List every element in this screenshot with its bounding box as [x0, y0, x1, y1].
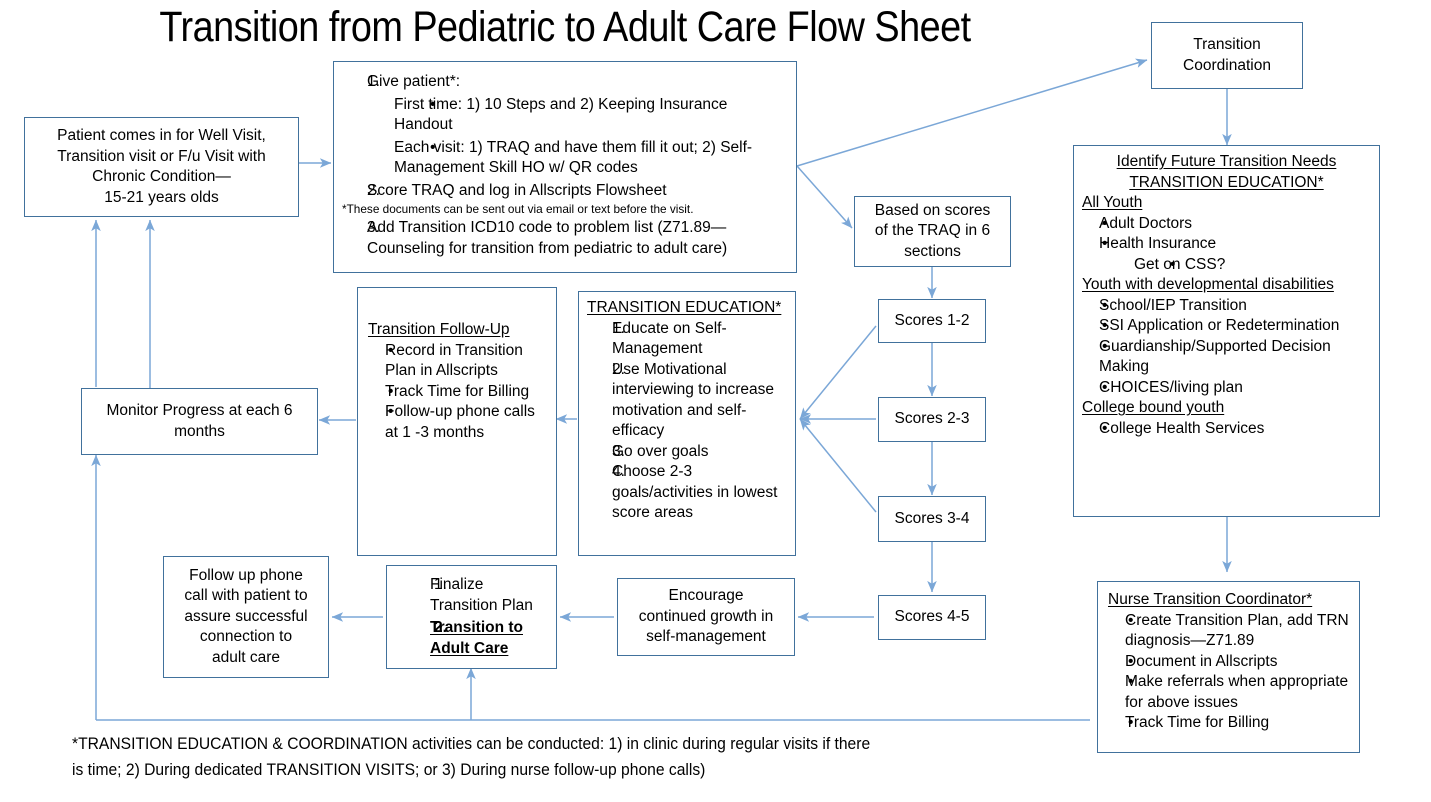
followup-phone-line-2: call with patient to [184, 587, 308, 605]
nurse-coordinator-item-1: Create Transition Plan, add TRN diagnosi… [1125, 611, 1353, 652]
transition-education-item-3: Go over goals [612, 442, 709, 462]
needs-group-3-label: College bound youth [1082, 399, 1225, 416]
box-scores-3-4[interactable]: Scores 3-4 [878, 496, 986, 542]
scores-1-2-label: Scores 1-2 [894, 311, 970, 329]
box-monitor-progress[interactable]: Monitor Progress at each 6 months [81, 388, 318, 455]
box-scores-2-3[interactable]: Scores 2-3 [878, 397, 986, 442]
nurse-coordinator-heading: Nurse Transition Coordinator* [1108, 591, 1313, 608]
transition-followup-item-2: Track Time for Billing [385, 382, 550, 403]
followup-phone-line-4: connection to [199, 628, 293, 646]
needs-group-1-label: All Youth [1082, 194, 1143, 211]
footnote-line-2: is time; 2) During dedicated TRANSITION … [72, 760, 706, 779]
followup-phone-line-5: adult care [211, 648, 281, 666]
transition-education-item-1: Educate on Self-Management [612, 319, 727, 358]
box-transition-coordination[interactable]: Transition Coordination [1151, 22, 1303, 89]
scores-4-5-label: Scores 4-5 [894, 608, 970, 626]
encourage-line-2: continued growth in [638, 607, 774, 625]
box-transition-education[interactable]: TRANSITION EDUCATION* Educate on Self-Ma… [578, 291, 796, 556]
scores-3-4-label: Scores 3-4 [894, 509, 970, 527]
box-patient-intake[interactable]: Patient comes in for Well Visit, Transit… [24, 117, 299, 217]
give-patient-sub-1: First time: 1) 10 Steps and 2) Keeping I… [394, 95, 786, 136]
nurse-coordinator-item-3: Make referrals when appropriate for abov… [1125, 672, 1353, 713]
box-transition-followup[interactable]: Transition Follow-Up Record in Transitio… [357, 287, 557, 556]
needs-group-2-label: Youth with developmental disabilities [1082, 276, 1334, 293]
box-scores-1-2[interactable]: Scores 1-2 [878, 299, 986, 343]
transition-coordination-line-1: Transition [1193, 36, 1261, 53]
patient-intake-line-3: Chronic Condition— [92, 168, 231, 185]
patient-intake-line-2: Transition visit or F/u Visit with [57, 147, 266, 165]
based-on-scores-line-3: sections [904, 242, 961, 260]
based-on-scores-line-1: Based on scores [874, 201, 991, 219]
transition-followup-item-3: Follow-up phone calls at 1 -3 months [385, 402, 550, 443]
transition-education-item-4: Choose 2-3 goals/activities in lowest sc… [612, 462, 778, 521]
box-encourage-growth[interactable]: Encourage continued growth in self-manag… [617, 578, 795, 656]
give-patient-item-3: Add Transition ICD10 code to problem lis… [367, 218, 728, 257]
transition-education-item-2: Use Motivational interviewing to increas… [612, 360, 774, 440]
nurse-coordinator-item-4: Track Time for Billing [1125, 713, 1353, 734]
box-give-patient[interactable]: Give patient*: First time: 1) 10 Steps a… [333, 61, 797, 273]
page-title: Transition from Pediatric to Adult Care … [159, 3, 971, 51]
patient-intake-line-4: 15-21 years olds [104, 188, 219, 206]
give-patient-item-2: Score TRAQ and log in Allscripts Flowshe… [367, 181, 667, 201]
transition-followup-heading: Transition Follow-Up [368, 321, 510, 338]
encourage-line-1: Encourage [668, 587, 744, 605]
needs-heading-line-2: TRANSITION EDUCATION* [1129, 173, 1324, 191]
scores-2-3-label: Scores 2-3 [894, 410, 970, 428]
give-patient-item-1: Give patient*: [367, 72, 461, 92]
based-on-scores-line-2: of the TRAQ in 6 [874, 222, 991, 240]
needs-group-2-item-2: SSI Application or Redetermination [1099, 316, 1371, 337]
transition-education-heading: TRANSITION EDUCATION* [587, 299, 782, 316]
arrow-give-patient-to-scores-intro [796, 165, 853, 229]
box-identify-future-needs[interactable]: Identify Future Transition Needs TRANSIT… [1073, 145, 1380, 517]
needs-group-2-item-1: School/IEP Transition [1099, 296, 1371, 317]
box-followup-phone-call[interactable]: Follow up phone call with patient to ass… [163, 556, 329, 678]
box-finalize-transition-plan[interactable]: Finalize Transition Plan Transition to A… [386, 565, 557, 669]
needs-group-3-item-1: College Health Services [1099, 419, 1371, 440]
footnote: *TRANSITION EDUCATION & COORDINATION act… [72, 731, 983, 783]
box-based-on-scores[interactable]: Based on scores of the TRAQ in 6 section… [854, 196, 1011, 267]
patient-intake-line-1: Patient comes in for Well Visit, [57, 127, 266, 144]
nurse-coordinator-item-2: Document in Allscripts [1125, 652, 1353, 673]
arrow-scores34-to-education [799, 418, 877, 513]
transition-coordination-line-2: Coordination [1183, 56, 1271, 74]
monitor-progress-line-1: Monitor Progress at each 6 [106, 402, 293, 419]
needs-group-2-item-4: CHOICES/living plan [1099, 378, 1371, 399]
footnote-line-1: *TRANSITION EDUCATION & COORDINATION act… [72, 734, 871, 753]
box-scores-4-5[interactable]: Scores 4-5 [878, 595, 986, 640]
give-patient-note: *These documents can be sent out via ema… [342, 202, 694, 216]
followup-phone-line-3: assure successful [184, 607, 308, 625]
arrow-scores12-to-education [799, 325, 877, 420]
followup-phone-line-1: Follow up phone [189, 566, 303, 584]
monitor-progress-line-2: months [174, 422, 225, 440]
needs-group-2-item-3: Guardianship/Supported Decision Making [1099, 337, 1371, 378]
transition-followup-item-1: Record in Transition Plan in Allscripts [385, 341, 550, 382]
needs-group-1-subitem: Get on CSS? [1134, 255, 1371, 276]
needs-heading-line-1: Identify Future Transition Needs [1116, 153, 1337, 170]
needs-group-1-item-1: Adult Doctors [1099, 214, 1371, 235]
give-patient-sub-2: Each visit: 1) TRAQ and have them fill i… [394, 138, 786, 179]
box-nurse-coordinator[interactable]: Nurse Transition Coordinator* Create Tra… [1097, 581, 1360, 753]
needs-group-1-item-2: Health Insurance [1099, 234, 1371, 255]
finalize-item-1: Finalize Transition Plan [430, 575, 533, 614]
encourage-line-3: self-management [646, 628, 766, 646]
finalize-item-2: Transition to Adult Care [430, 618, 523, 657]
